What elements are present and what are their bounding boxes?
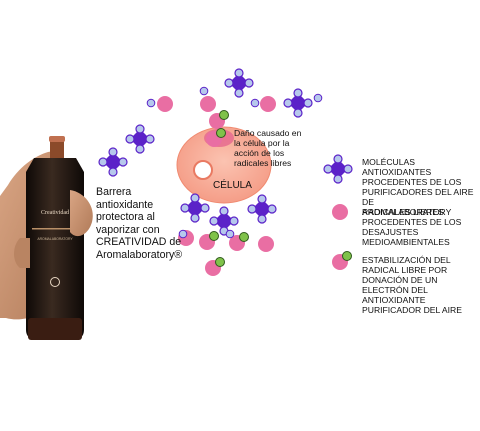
antioxidant-atom [224, 78, 234, 88]
antioxidant-core [229, 73, 249, 93]
finger-shape [14, 238, 30, 268]
free-atom [225, 229, 235, 239]
free-radical-icon [332, 204, 348, 220]
antioxidant-core [288, 93, 308, 113]
antioxidant-core [214, 211, 234, 231]
bottle-nozzle-cap [49, 136, 65, 142]
legend-antioxidant-text: MOLÉCULAS ANTIOXIDANTES PROCEDENTES DE L… [362, 157, 474, 217]
antioxidant-molecule-icon [209, 206, 239, 236]
stabilized-radical-icon [206, 128, 226, 147]
free-radical-icon [200, 96, 216, 112]
hand-with-spray-bottle: Creatividad AROMALABORATORY [0, 136, 93, 340]
antioxidant-atom [293, 108, 303, 118]
antioxidant-molecule-icon [125, 124, 155, 154]
antioxidant-atom [257, 214, 267, 224]
antioxidant-atom [234, 88, 244, 98]
antioxidant-atom [234, 68, 244, 78]
antioxidant-atom [247, 204, 257, 214]
free-atom [313, 93, 323, 103]
antioxidant-atom [180, 203, 190, 213]
antioxidant-core [252, 199, 272, 219]
electron-atom [239, 232, 249, 242]
antioxidant-atom [209, 216, 219, 226]
antioxidant-atom [283, 98, 293, 108]
free-radical-icon [260, 96, 276, 112]
cell-nucleus [193, 160, 213, 180]
antioxidant-molecule-icon [98, 147, 128, 177]
spray-bottle [26, 158, 84, 340]
antioxidant-atom [190, 213, 200, 223]
stabilized-radical-icon [209, 110, 229, 129]
free-radical-icon [157, 96, 173, 112]
bottle-label-text: AROMALABORATORY [37, 237, 73, 241]
bottle-label-band [32, 228, 78, 230]
antioxidant-molecule-icon [224, 68, 254, 98]
stabilized-radical-icon [229, 232, 249, 251]
antioxidant-core [185, 198, 205, 218]
legend-stabilized-text: ESTABILIZACIÓN DEL RADICAL LIBRE POR DON… [362, 255, 462, 315]
antioxidant-atom [333, 154, 343, 164]
antioxidant-atom [98, 157, 108, 167]
electron-atom [219, 110, 229, 120]
antioxidant-atom [343, 164, 353, 174]
antioxidant-atom [293, 88, 303, 98]
electron-atom [215, 257, 225, 267]
free-radical-icon [258, 236, 274, 252]
stabilized-radical-icon [205, 257, 225, 276]
antioxidant-molecule-icon [323, 154, 353, 184]
bottle-logo-icon [50, 277, 60, 287]
bottle-base [28, 318, 82, 340]
electron-atom [342, 251, 352, 261]
cell-body [176, 126, 272, 204]
antioxidant-atom [145, 134, 155, 144]
antioxidant-atom [219, 206, 229, 216]
stabilized-radical-icon [199, 231, 219, 250]
antioxidant-core [103, 152, 123, 172]
cell-label: CÉLULA [213, 180, 252, 191]
antioxidant-atom [303, 98, 313, 108]
bottle-brand: Creatividad [41, 210, 69, 216]
bottle-nozzle [50, 140, 64, 160]
antioxidant-molecule-icon [247, 194, 277, 224]
antioxidant-core [328, 159, 348, 179]
antioxidant-atom [244, 78, 254, 88]
free-atom [178, 229, 188, 239]
molecules-layer [98, 68, 323, 276]
free-atom [199, 86, 209, 96]
antioxidant-molecule-icon [283, 88, 313, 118]
antioxidant-atom [200, 203, 210, 213]
electron-atom [209, 231, 219, 241]
antioxidant-atom [108, 167, 118, 177]
thumb-shape [70, 190, 93, 237]
antioxidant-atom [125, 134, 135, 144]
antioxidant-atom [190, 193, 200, 203]
electron-atom [216, 128, 226, 138]
antioxidant-atom [323, 164, 333, 174]
antioxidant-atom [229, 216, 239, 226]
free-atom [146, 98, 156, 108]
antioxidant-atom [333, 174, 343, 184]
barrier-description: Barrera antioxidante protectora al vapor… [96, 186, 183, 261]
antioxidant-atom [135, 124, 145, 134]
antioxidant-molecule-icon [180, 193, 210, 223]
stabilized-radical-icon [332, 251, 352, 270]
antioxidant-atom [257, 194, 267, 204]
antioxidant-atom [267, 204, 277, 214]
antioxidant-atom [108, 147, 118, 157]
antioxidant-core [130, 129, 150, 149]
antioxidant-atom [118, 157, 128, 167]
free-atom [250, 98, 260, 108]
cell-damage-label: Daño causado en la célula por la acción … [234, 128, 302, 169]
antioxidant-atom [135, 144, 145, 154]
legend-free-radical-text: RADICALES LIBRES PROCEDENTES DE LOS DESA… [362, 207, 462, 247]
legend-icons-layer [323, 154, 353, 270]
